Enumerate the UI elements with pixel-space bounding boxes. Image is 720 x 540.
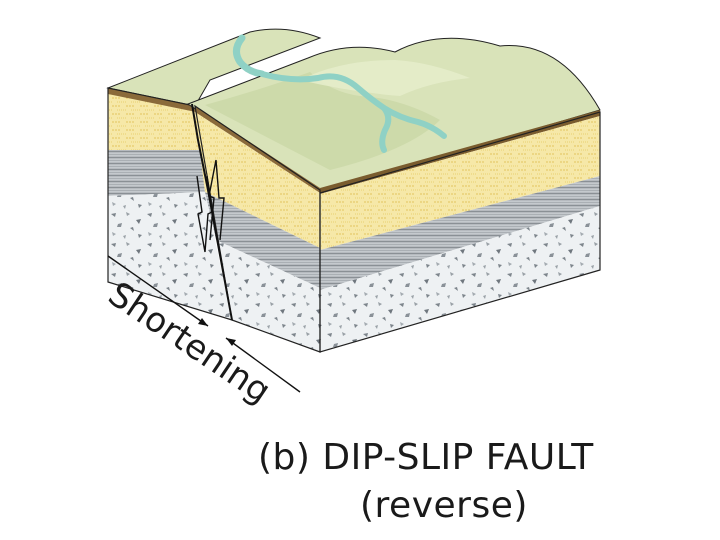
caption-subtitle: (reverse) xyxy=(360,485,528,526)
footwall-block xyxy=(188,38,600,352)
caption-title: (b) DIP-SLIP FAULT xyxy=(258,437,594,478)
